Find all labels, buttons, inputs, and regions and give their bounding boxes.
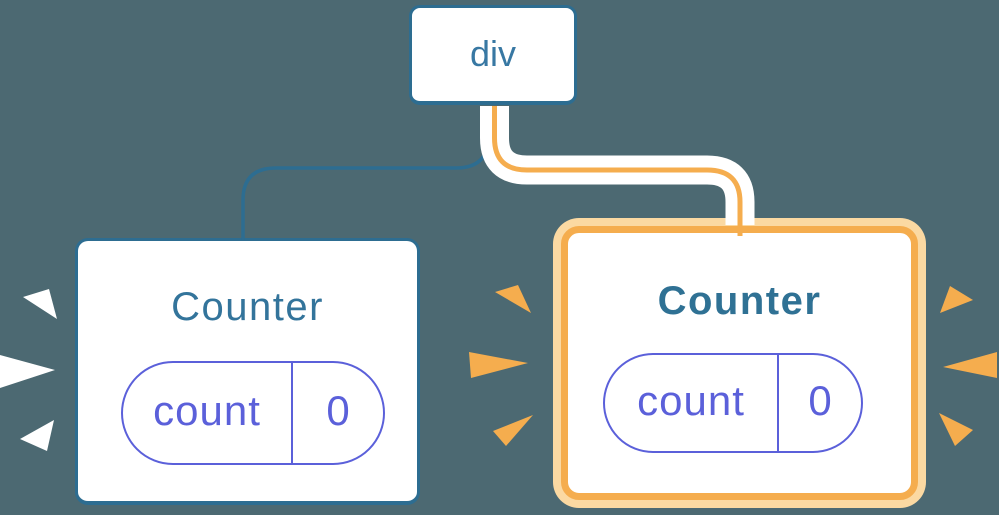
state-key-label: count (123, 363, 293, 463)
sparkle-icon (23, 289, 57, 319)
edge-div-to-right-counter-highlighted (492, 106, 743, 236)
div-node-label: div (469, 32, 517, 74)
tree-node-div: div (409, 5, 577, 105)
sparkle-icon (943, 352, 997, 378)
edge-div-to-left-counter (241, 106, 491, 240)
counter-card-right-highlighted: Counter count 0 (561, 226, 918, 500)
state-pill: count 0 (603, 353, 863, 453)
sparkle-group-right-card-left (469, 285, 533, 446)
sparkle-icon (493, 415, 533, 446)
sparkle-group-left-card (0, 289, 57, 451)
state-value: 0 (326, 387, 350, 434)
counter-card-left: Counter count 0 (75, 238, 420, 505)
sparkle-icon (940, 286, 973, 313)
sparkle-group-right-card-right (939, 286, 997, 446)
counter-title: Counter (171, 285, 324, 329)
sparkle-icon (20, 420, 54, 451)
sparkle-icon (0, 355, 55, 388)
counter-title: Counter (657, 279, 822, 323)
sparkle-icon (495, 285, 531, 313)
state-value: 0 (808, 377, 832, 424)
sparkle-icon (469, 352, 528, 378)
state-key-label: count (605, 355, 779, 451)
edge-highlight-casing (480, 106, 755, 225)
state-pill: count 0 (121, 361, 385, 465)
sparkle-icon (939, 413, 973, 446)
